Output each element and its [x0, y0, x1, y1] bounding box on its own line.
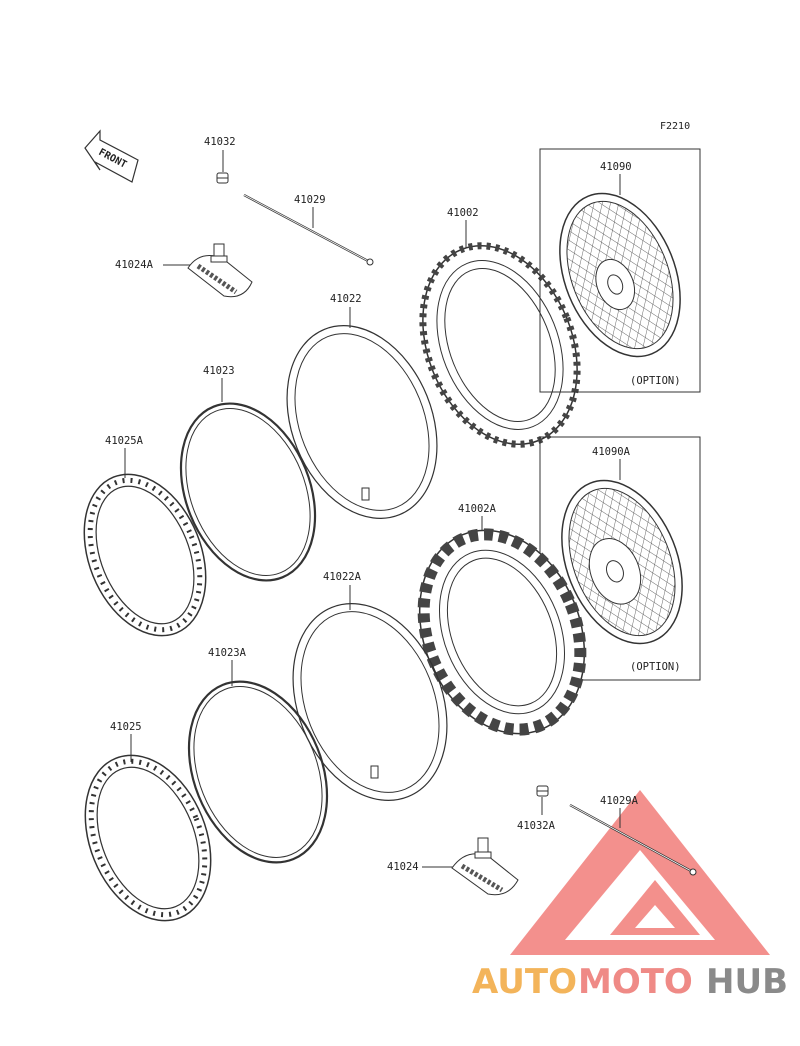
- rim-lock-41024A: [187, 243, 253, 298]
- front-arrow-icon: FRONT: [84, 129, 139, 183]
- label-41029A: 41029A: [600, 795, 639, 807]
- label-41090: 41090: [600, 161, 632, 173]
- rear-tire-41002A: [417, 528, 587, 736]
- watermark-hub: HUB: [706, 962, 788, 1002]
- label-41022A: 41022A: [323, 571, 362, 583]
- valve-cap-41032A: [536, 785, 549, 797]
- rim-41025A: [83, 473, 207, 637]
- tube-valve-41022A: [370, 765, 379, 779]
- spoked-wheel-41090: [559, 192, 681, 358]
- label-41032A: 41032A: [517, 820, 556, 832]
- label-41023: 41023: [203, 365, 235, 377]
- valve-cap-41032: [216, 172, 229, 184]
- label-41002A: 41002A: [458, 503, 497, 515]
- rim-lock-41024: [451, 837, 519, 896]
- rim-41025: [84, 754, 212, 922]
- rim-band-41023: [179, 402, 317, 582]
- label-41025: 41025: [110, 721, 142, 733]
- spoked-wheel-41090A: [561, 479, 683, 645]
- label-41032: 41032: [204, 136, 236, 148]
- label-41025A: 41025A: [105, 435, 144, 447]
- inner-tube-41022A: [292, 603, 448, 801]
- inner-tube-41022: [286, 325, 438, 519]
- label-41002: 41002: [447, 207, 479, 219]
- option-label-front: (OPTION): [630, 375, 681, 387]
- watermark-moto: MOTO: [578, 962, 693, 1002]
- label-41029: 41029: [294, 194, 326, 206]
- label-41023A: 41023A: [208, 647, 247, 659]
- spoke-41029A: [569, 804, 697, 876]
- option-box-front: [539, 148, 701, 393]
- watermark-auto: AUTO: [472, 962, 577, 1002]
- label-41024A: 41024A: [115, 259, 154, 271]
- option-label-rear: (OPTION): [630, 661, 681, 673]
- figure-code: F2210: [660, 121, 690, 132]
- spoke-41029: [243, 194, 374, 266]
- label-41022: 41022: [330, 293, 362, 305]
- tube-valve-41022: [361, 487, 370, 501]
- rim-band-41023A: [187, 680, 329, 864]
- watermark-text: AUTO MOTO HUB: [472, 962, 788, 1002]
- label-41024: 41024: [387, 861, 419, 873]
- label-41090A: 41090A: [592, 446, 631, 458]
- front-tire-41002: [419, 242, 581, 448]
- automotohub-logo-icon: [510, 790, 770, 955]
